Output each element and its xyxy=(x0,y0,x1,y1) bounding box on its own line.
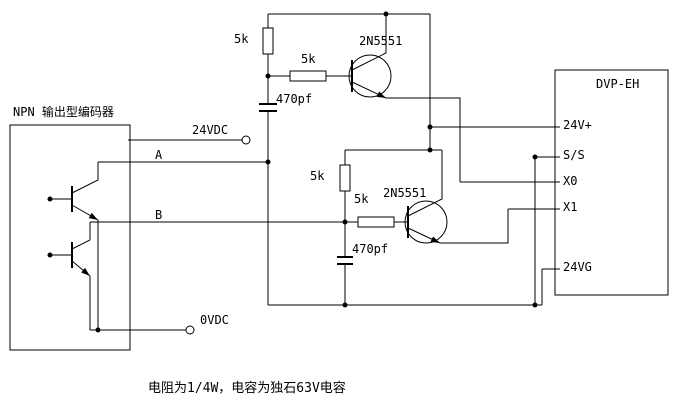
phase-b-label: B xyxy=(155,208,163,222)
pin-label-24vg: 24VG xyxy=(563,260,592,274)
plc-title: DVP-EH xyxy=(596,77,640,91)
junction-dot xyxy=(427,124,433,130)
encoder-box xyxy=(9,124,131,351)
r1-value-label: 5k xyxy=(234,32,249,46)
junction-dot xyxy=(532,302,538,308)
encoder-q1-emitter-arrow-icon xyxy=(88,212,98,220)
c2-value-label: 470pf xyxy=(352,242,389,256)
junction-dot xyxy=(47,252,53,258)
junction-dot xyxy=(342,302,348,308)
transistor-q1-collector-wire xyxy=(351,14,387,71)
transistor-q1-circle xyxy=(348,54,392,98)
resistor-r2 xyxy=(289,70,327,82)
transistor-q2-collector-wire xyxy=(407,150,443,217)
junction-dot xyxy=(532,154,538,160)
c1-value-label: 470pf xyxy=(276,92,313,106)
pin-label-24v-plus: 24V+ xyxy=(563,118,592,132)
junction-dot xyxy=(383,11,389,17)
transistor-q2-circle xyxy=(404,200,448,244)
encoder-title: NPN 输出型编码器 xyxy=(13,105,114,119)
encoder-q2-emitter-arrow-icon xyxy=(81,267,90,276)
resistor-r1 xyxy=(262,27,274,55)
supply-24vdc-label: 24VDC xyxy=(192,123,229,137)
pin-label-x1: X1 xyxy=(563,200,578,214)
junction-dot xyxy=(95,327,101,333)
transistor-q1-emitter-arrow-icon xyxy=(376,91,386,98)
wire-q1-emitter-to-x0 xyxy=(386,97,461,182)
wire-q2-emitter-to-x1 xyxy=(440,209,509,244)
footnote: 电阻为1/4W，电容为独石63V电容 xyxy=(148,381,346,396)
encoder-q2-collector-wire xyxy=(71,222,91,250)
terminal-24vdc xyxy=(241,135,251,145)
junction-dot xyxy=(265,73,271,79)
junction-dot xyxy=(427,147,433,153)
r4-value-label: 5k xyxy=(354,192,369,206)
junction-dot xyxy=(47,196,53,202)
transistor-q2-emitter-arrow-icon xyxy=(430,236,440,243)
r2-value-label: 5k xyxy=(301,52,316,66)
resistor-r3 xyxy=(339,164,351,192)
resistor-r4 xyxy=(357,216,395,228)
ground-0vdc-label: 0VDC xyxy=(200,313,229,327)
phase-a-label: A xyxy=(155,148,163,162)
q1-part-label: 2N5551 xyxy=(359,34,403,48)
pin-label-x0: X0 xyxy=(563,174,578,188)
encoder-q1-collector-wire xyxy=(71,162,99,194)
q2-part-label: 2N5551 xyxy=(383,186,427,200)
junction-dot xyxy=(265,159,271,165)
junction-dot xyxy=(342,219,348,225)
r3-value-label: 5k xyxy=(310,169,325,183)
pin-label-ss: S/S xyxy=(563,148,585,162)
junction-dots xyxy=(47,11,538,333)
terminal-0vdc xyxy=(185,325,195,335)
